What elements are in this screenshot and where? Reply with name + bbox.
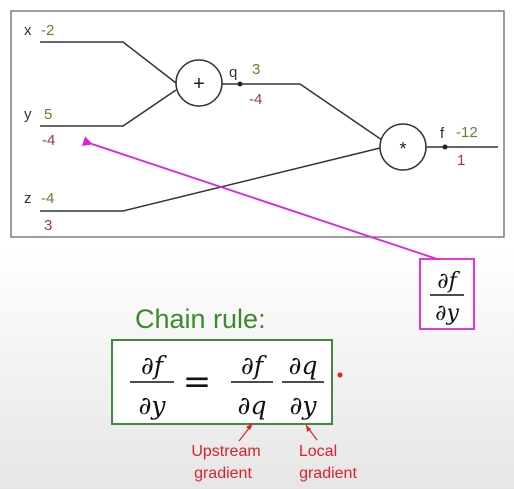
f-label: f [440, 125, 445, 142]
local-denominator: ∂y [289, 391, 317, 420]
upstream-denominator: ∂q [238, 391, 267, 420]
q-label: q [229, 64, 237, 81]
y-forward-value: 5 [44, 106, 52, 123]
pointer-dot [337, 372, 343, 378]
partial-f-y-denominator: ∂y [435, 301, 459, 326]
local-annotation-line1: Local [299, 443, 337, 460]
equals-sign: = [183, 362, 212, 402]
y-gradient-value: -4 [42, 132, 55, 149]
f-junction-dot [442, 144, 448, 150]
f-forward-value: -12 [456, 124, 478, 141]
x-forward-value: -2 [41, 22, 54, 39]
partial-f-y-box [419, 258, 475, 330]
z-forward-value: -4 [41, 190, 54, 207]
wire-q-to-mul [299, 83, 383, 141]
local-annotation-arrowhead [306, 425, 311, 432]
x-label: x [24, 22, 32, 39]
upstream-annotation-line1: Upstream [191, 443, 260, 460]
lhs-numerator: ∂f [141, 351, 167, 380]
mul-node-symbol: * [399, 139, 406, 159]
z-gradient-value: 3 [44, 217, 52, 234]
local-numerator: ∂q [289, 351, 318, 380]
z-label: z [24, 190, 32, 207]
mul-node [379, 123, 427, 171]
wire-x [40, 41, 177, 84]
graph-frame [10, 10, 505, 238]
partial-f-y-numerator: ∂f [437, 269, 460, 294]
add-node [175, 59, 223, 107]
q-junction-dot [237, 81, 243, 87]
upstream-annotation-line2: gradient [194, 465, 252, 482]
upstream-numerator: ∂f [241, 351, 267, 380]
upstream-annotation-arrowhead [246, 423, 253, 430]
lhs-denominator: ∂y [138, 391, 166, 420]
wire-z [40, 147, 381, 212]
q-forward-value: 3 [252, 61, 260, 78]
f-gradient-value: 1 [457, 152, 465, 169]
local-annotation-line2: gradient [299, 465, 357, 482]
pointer-arrow [81, 136, 441, 261]
y-label: y [24, 106, 32, 123]
wire-y [40, 89, 177, 127]
chain-rule-title: Chain rule: [135, 304, 266, 334]
add-node-symbol: + [193, 73, 205, 95]
q-gradient-value: -4 [249, 91, 262, 108]
